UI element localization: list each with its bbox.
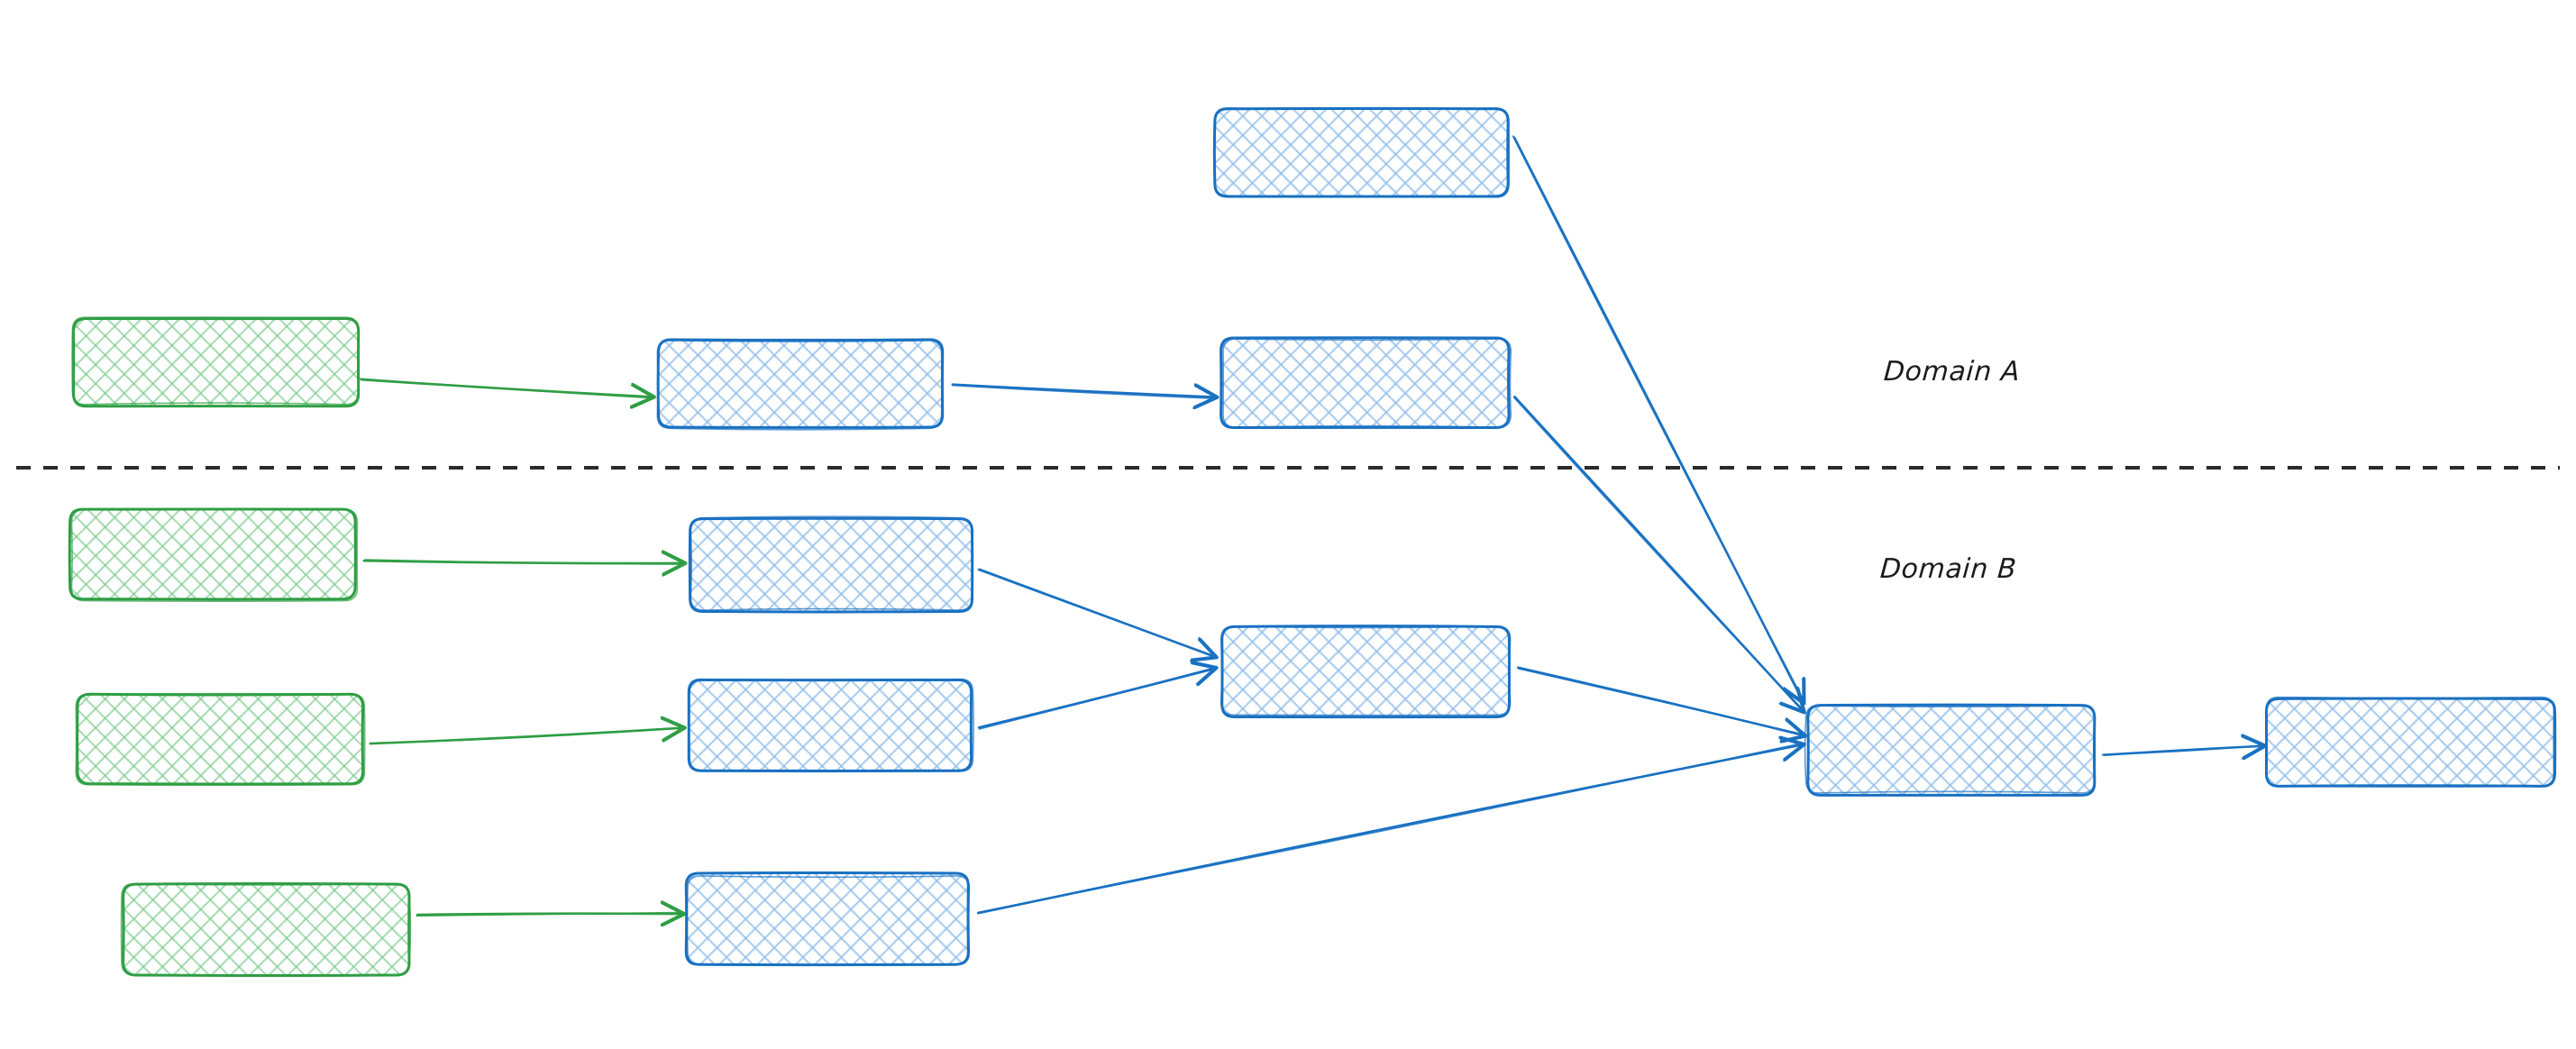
edges-layer [359,135,2261,917]
blue-node-box[interactable] [656,338,945,431]
green-node-box[interactable] [120,882,412,977]
edge-b_top-to-b7 [1512,135,1804,700]
edge-b2-to-b7 [1513,395,1803,709]
green-node-box[interactable] [75,692,366,787]
blue-node-box[interactable] [1219,336,1512,429]
edge-b1-to-b2 [951,383,1213,398]
edge-b3-to-b6 [977,568,1213,656]
edge-b6-to-b7 [1517,666,1801,735]
blue-node-box[interactable] [684,871,971,967]
blue-node-box[interactable] [688,515,974,614]
edge-b7-to-b8 [2101,745,2261,754]
domain-b-label: Domain B [1878,553,2018,585]
blue-node-box[interactable] [687,678,974,773]
edge-g4-to-b5 [416,913,680,917]
blue-node-box[interactable] [2264,696,2557,788]
domain-a-label: Domain A [1882,356,2022,388]
nodes-layer [68,106,2557,977]
edge-b5-to-b7 [976,743,1800,915]
edge-g1-to-b1 [359,378,651,397]
edge-g2-to-b3 [362,560,682,564]
blue-node-box[interactable] [1804,703,2096,797]
blue-node-box[interactable] [1219,625,1512,719]
blue-node-box[interactable] [1212,106,1510,198]
green-node-box[interactable] [68,507,359,602]
edge-b4-to-b6 [977,669,1214,730]
green-node-box[interactable] [71,316,361,408]
edge-g3-to-b4 [369,728,682,745]
